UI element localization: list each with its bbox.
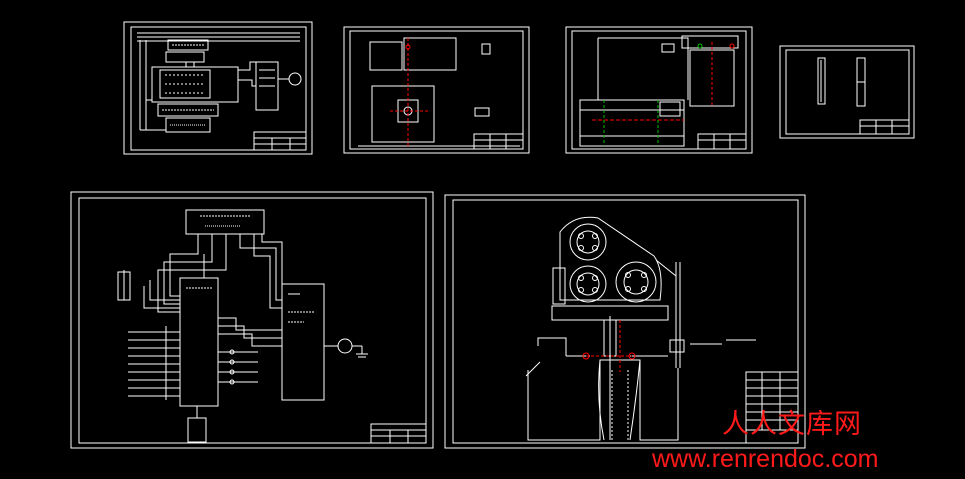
part-detail-sheet-4[interactable]	[779, 45, 915, 139]
watermark-url: www.renrendoc.com	[652, 445, 879, 473]
wiring-schematic-sheet-1[interactable]	[123, 21, 313, 155]
layout-sheet-2[interactable]	[343, 26, 530, 154]
watermark-site-name: 人人文库网	[722, 409, 862, 439]
assembly-sheet-3[interactable]	[565, 26, 753, 154]
controller-wiring-sheet-5[interactable]	[70, 191, 434, 449]
mechanism-assembly-sheet-6[interactable]	[444, 194, 806, 449]
